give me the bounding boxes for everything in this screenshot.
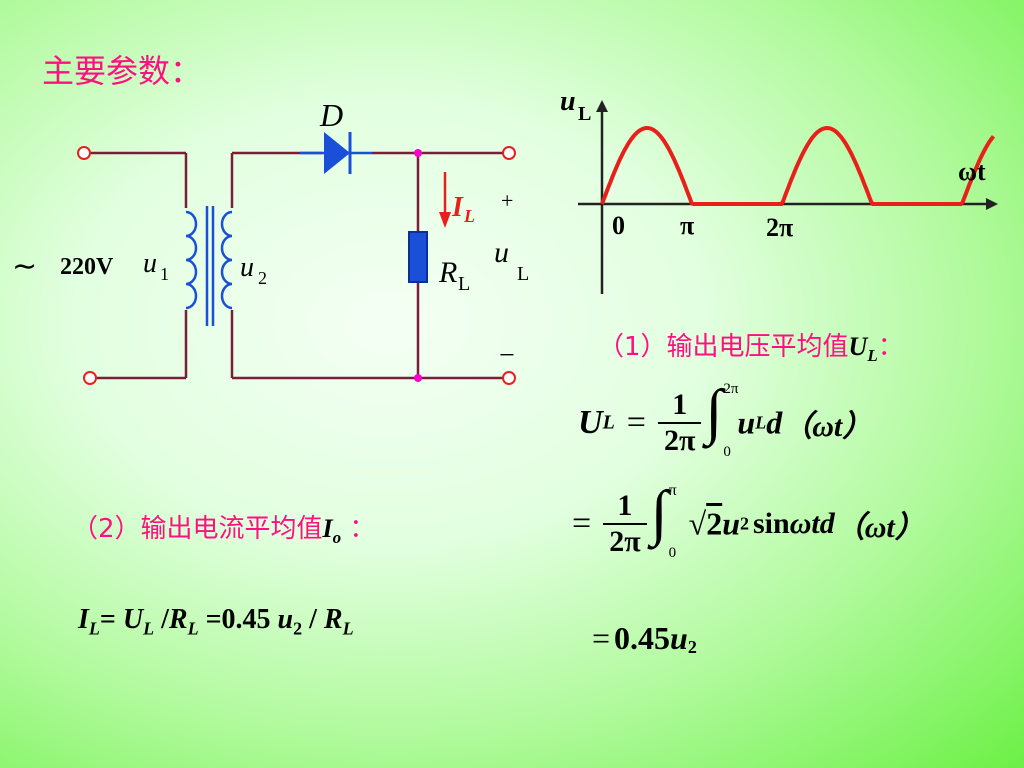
rectifier-circuit: D ∼ 220V u 1 u 2 I L + − R L u L bbox=[12, 97, 529, 385]
section1-label: （1）输出电压平均值UL： bbox=[598, 332, 904, 366]
terminals bbox=[77, 146, 516, 385]
current-label: I bbox=[451, 192, 464, 223]
resistor-label: R bbox=[438, 256, 457, 289]
minus-sign: − bbox=[499, 340, 515, 371]
junction-dot bbox=[414, 149, 422, 157]
y-axis-label-subscript: L bbox=[578, 103, 591, 125]
source-voltage: 220V bbox=[60, 254, 114, 280]
tick-label-2pi: 2π bbox=[766, 213, 793, 242]
load-resistor bbox=[408, 231, 428, 283]
u1-subscript: 1 bbox=[160, 264, 169, 284]
y-axis-label: u bbox=[560, 86, 576, 117]
secondary-coil bbox=[220, 210, 233, 310]
half-wave-curve bbox=[600, 125, 996, 206]
diode-label: D bbox=[319, 97, 343, 133]
voltage-formula-line3: = 0.45u2 bbox=[592, 620, 697, 658]
primary-coil bbox=[185, 210, 198, 310]
plus-sign: + bbox=[501, 188, 513, 213]
output-voltage-subscript: L bbox=[517, 263, 529, 285]
diode bbox=[300, 132, 372, 174]
output-waveform: u L ωt 0 π 2π bbox=[560, 86, 998, 294]
resistor-subscript: L bbox=[458, 273, 470, 295]
output-voltage-label: u bbox=[494, 236, 509, 269]
u2-subscript: 2 bbox=[258, 268, 267, 288]
u2-label: u bbox=[240, 252, 254, 283]
current-formula: IL= UL /RL =0.45 u2 / RL bbox=[78, 604, 354, 639]
u1-label: u bbox=[143, 248, 157, 279]
current-subscript: L bbox=[463, 206, 475, 226]
section2-label: （2）输出电流平均值Io ： bbox=[72, 514, 376, 548]
tick-label-pi: π bbox=[680, 211, 694, 240]
junction-dot bbox=[414, 374, 422, 382]
tick-label-0: 0 bbox=[612, 211, 625, 240]
ac-source-symbol: ∼ bbox=[12, 250, 37, 283]
x-axis-label: ωt bbox=[958, 157, 986, 186]
page-title: 主要参数： bbox=[42, 52, 203, 90]
